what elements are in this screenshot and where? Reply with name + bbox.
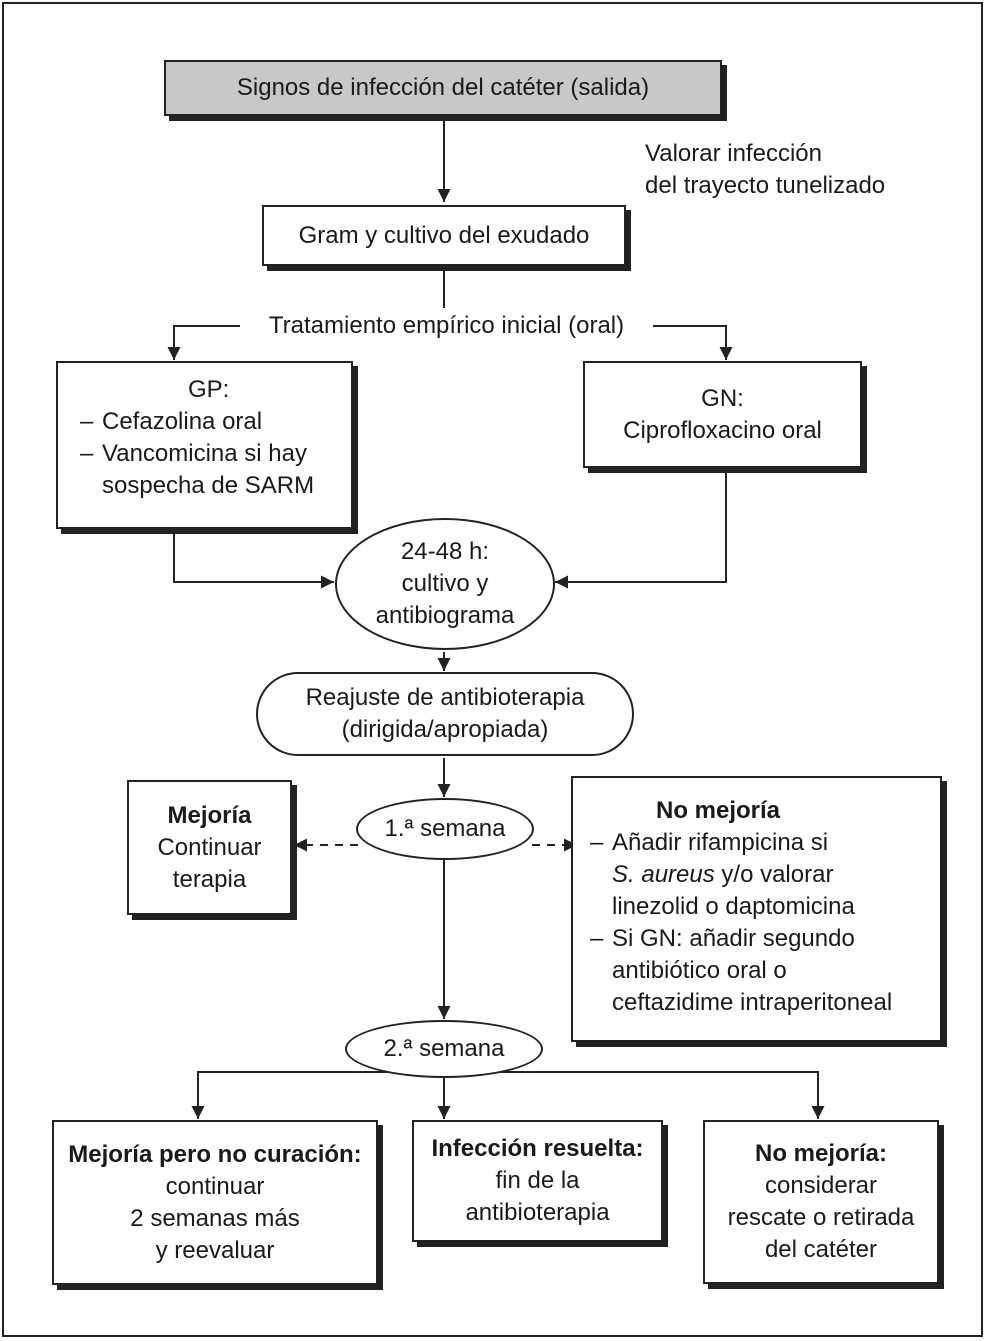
arrow-gp-to-culture (173, 528, 334, 589)
no-improvement-item1-cont: S. aureus y/o valorar (612, 861, 834, 888)
week2-ellipse: 2.ª semana (345, 1020, 543, 1078)
culture-line2: cultivo y (401, 570, 489, 597)
gp-title: GP: (188, 376, 230, 403)
empirical-treatment-label: Tratamiento empírico inicial (oral) (268, 312, 625, 339)
arrow-gn-to-culture (555, 468, 727, 589)
side-note: Valorar infección del trayecto tunelizad… (645, 138, 885, 202)
improvement-line2: Continuar (157, 833, 262, 861)
no-improvement-title: No mejoría (656, 797, 781, 824)
outcome-partial-title: Mejoría pero no curación: (68, 1140, 362, 1168)
no-improvement-item1-cont2: linezolid o daptomicina (612, 893, 855, 920)
gp-item-2-cont: sospecha de SARM (102, 472, 315, 499)
adjust-line1: Reajuste de antibioterapia (305, 684, 585, 711)
outcome-none-title: No mejoría: (754, 1140, 888, 1167)
empirical-treatment-label-wrap: Tratamiento empírico inicial (oral) (240, 309, 653, 343)
no-improvement-item2-cont2: ceftazidime intraperitoneal (612, 989, 893, 1016)
outcome-resolved-box: Infección resuelta: fin de la antibioter… (412, 1120, 663, 1242)
gp-item-2: –Vancomicina si hay (80, 440, 307, 467)
week1-label: 1.ª semana (384, 815, 506, 842)
no-improvement-item1: –Añadir rifampicina si (590, 829, 829, 856)
outcome-partial-line2: continuar (165, 1172, 265, 1200)
arrow-empirical-to-gp (167, 325, 240, 360)
week2-label: 2.ª semana (383, 1035, 505, 1062)
branch-bar (197, 1071, 819, 1118)
side-note-line2: del trayecto tunelizado (645, 172, 886, 199)
adjust-therapy-pill: Reajuste de antibioterapia (dirigida/apr… (256, 672, 634, 756)
no-improvement-item2-cont: antibiótico oral o (612, 957, 787, 984)
no-improvement-box: No mejoría –Añadir rifampicina si S. aur… (571, 776, 942, 1042)
improvement-title: Mejoría (167, 801, 252, 829)
culture-line3: antibiograma (375, 602, 515, 629)
week1-ellipse: 1.ª semana (356, 798, 534, 860)
outcome-no-improvement-box: No mejoría: considerar rescate o retirad… (703, 1120, 939, 1284)
gn-treatment-box: GN: Ciprofloxacino oral (583, 361, 862, 468)
outcome-resolved-line3: antibioterapia (465, 1199, 610, 1226)
outcome-resolved-title: Infección resuelta: (431, 1135, 644, 1162)
gp-item-1: –Cefazolina oral (80, 408, 263, 435)
gram-culture-label: Gram y cultivo del exudado (298, 221, 590, 249)
start-node-label: Signos de infección del catéter (salida) (236, 74, 650, 101)
culture-ellipse: 24-48 h: cultivo y antibiograma (335, 518, 555, 650)
gp-treatment-box: GP: –Cefazolina oral –Vancomicina si hay… (56, 361, 353, 529)
outcome-none-line2: considerar (764, 1172, 878, 1199)
adjust-line2: (dirigida/apropiada) (341, 716, 549, 743)
no-improvement-item2: –Si GN: añadir segundo (590, 925, 855, 952)
improvement-box: Mejoría Continuar terapia (127, 780, 292, 915)
outcome-none-line4: del catéter (764, 1236, 878, 1263)
outcome-partial-line3: 2 semanas más (130, 1204, 300, 1232)
start-node-box: Signos de infección del catéter (salida) (164, 60, 722, 116)
gn-drug: Ciprofloxacino oral (623, 416, 822, 444)
improvement-line3: terapia (172, 865, 247, 893)
outcome-none-line3: rescate o retirada (727, 1204, 915, 1231)
culture-line1: 24-48 h: (400, 538, 490, 565)
arrow-empirical-to-gn (653, 325, 733, 360)
side-note-line1: Valorar infección (645, 140, 822, 167)
gn-title: GN: (701, 384, 744, 412)
outcome-resolved-line2: fin de la (495, 1167, 580, 1194)
gram-culture-box: Gram y cultivo del exudado (262, 205, 626, 266)
outcome-partial-line4: y reevaluar (155, 1236, 275, 1264)
outcome-partial-box: Mejoría pero no curación: continuar 2 se… (52, 1120, 378, 1285)
